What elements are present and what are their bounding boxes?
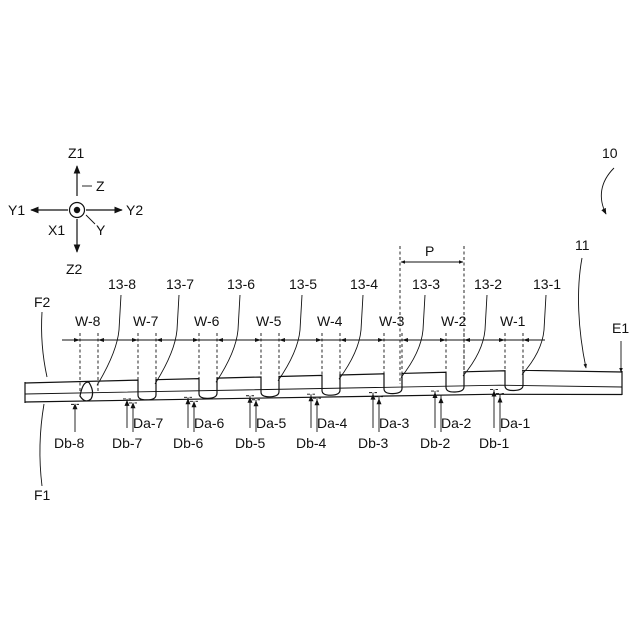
width-arrow-left-13-6 [193, 338, 199, 342]
y-leader [86, 215, 95, 224]
depth-label-Da-7: Da-7 [133, 415, 164, 431]
face-f2-leader [42, 312, 47, 377]
groove-leader-13-2 [463, 295, 487, 376]
y-label: Y [96, 222, 106, 238]
width-arrow-left-13-7 [132, 338, 138, 342]
width-label-W-3: W-3 [379, 313, 405, 329]
groove-group: 13-1 13-2 13-3 13-4 13-5 13-6 13-7 13-8 [80, 276, 561, 401]
groove-label-13-1: 13-1 [533, 276, 561, 292]
groove-label-13-2: 13-2 [474, 276, 502, 292]
depth-b-arrow-13-2 [439, 397, 444, 403]
depth-b-arrow-13-6 [192, 401, 197, 407]
depth-label-Db-1: Db-1 [479, 435, 510, 451]
axis-indicator: Z1 Z Y1 Y2 X1 Y Z2 [8, 145, 143, 277]
y2-label: Y2 [126, 202, 143, 218]
width-arrow-left-13-2 [440, 338, 446, 342]
member-arrow [579, 258, 586, 368]
depth-label-Db-8: Db-8 [54, 435, 85, 451]
depth-label-Da-5: Da-5 [256, 415, 287, 431]
groove-leader-13-3 [401, 295, 425, 378]
depth-a-arrow-13-1 [492, 391, 497, 397]
groove-label-13-3: 13-3 [412, 276, 440, 292]
depth-b-arrow-13-3 [377, 398, 382, 404]
x1-label: X1 [48, 222, 65, 238]
groove-label-13-5: 13-5 [289, 276, 317, 292]
depth-label-Da-1: Da-1 [500, 415, 531, 431]
width-arrow-left-13-4 [316, 338, 322, 342]
depth-b-arrow-13-1 [498, 397, 503, 403]
z-label: Z [96, 178, 105, 194]
width-label-W-5: W-5 [256, 313, 282, 329]
x-axis-dot [74, 207, 80, 213]
width-arrow-right-13-1 [523, 338, 529, 342]
width-arrow-right-13-6 [217, 338, 223, 342]
groove-label-13-7: 13-7 [166, 276, 194, 292]
z1-label: Z1 [68, 145, 85, 161]
member-body [25, 370, 622, 403]
groove-13-8-shape [80, 382, 93, 401]
width-label-W-7: W-7 [133, 313, 159, 329]
width-arrow-right-13-2 [464, 338, 470, 342]
lower-face-line [25, 394, 622, 402]
width-arrow-right-13-8 [98, 338, 104, 342]
depth-label-Da-6: Da-6 [194, 415, 225, 431]
y1-label: Y1 [8, 202, 25, 218]
depth-label-Db-5: Db-5 [235, 435, 266, 451]
width-label-W-1: W-1 [500, 313, 526, 329]
groove-leader-13-5 [278, 295, 302, 381]
depth-b-arrow-13-5 [254, 400, 259, 406]
face-f2-label: F2 [34, 294, 51, 310]
figure-number: 10 [602, 145, 618, 161]
groove-label-13-6: 13-6 [227, 276, 255, 292]
depth-label-Da-4: Da-4 [317, 415, 348, 431]
z2-label: Z2 [66, 261, 83, 277]
groove-label-13-4: 13-4 [350, 276, 378, 292]
width-label-W-4: W-4 [317, 313, 343, 329]
end-label: E1 [612, 320, 629, 336]
pitch-label: P [425, 243, 434, 259]
groove-leader-13-4 [339, 295, 363, 379]
depth-label-Db-6: Db-6 [173, 435, 204, 451]
width-arrow-right-13-3 [402, 338, 408, 342]
width-label-W-8: W-8 [75, 313, 101, 329]
width-label-W-2: W-2 [441, 313, 467, 329]
depth-label-Db-4: Db-4 [296, 435, 327, 451]
depth-b-arrow-13-4 [315, 399, 320, 405]
width-arrow-right-13-5 [279, 338, 285, 342]
groove-leader-13-6 [216, 295, 240, 382]
depth-label-Db-2: Db-2 [420, 435, 451, 451]
member-number: 11 [575, 237, 590, 253]
upper-face-line [25, 370, 622, 400]
width-arrow-right-13-7 [156, 338, 162, 342]
width-arrow-left-13-5 [255, 338, 261, 342]
depth-label-Da-2: Da-2 [441, 415, 472, 431]
depth-label-Db-3: Db-3 [358, 435, 389, 451]
inner-layer-line [25, 385, 622, 394]
depth-label-Da-3: Da-3 [379, 415, 410, 431]
width-arrow-left-13-8 [74, 338, 80, 342]
width-label-W-6: W-6 [194, 313, 220, 329]
width-arrow-left-13-3 [378, 338, 384, 342]
figure-arrow [601, 168, 614, 214]
depth-a-arrow-13-4 [309, 395, 314, 401]
groove-leader-13-1 [522, 295, 546, 375]
groove-label-13-8: 13-8 [108, 276, 136, 292]
depth-label-Db-7: Db-7 [112, 435, 143, 451]
face-f1-label: F1 [34, 487, 51, 503]
width-arrow-right-13-4 [340, 338, 346, 342]
width-arrow-left-13-1 [499, 338, 505, 342]
face-f1-leader [40, 404, 44, 486]
